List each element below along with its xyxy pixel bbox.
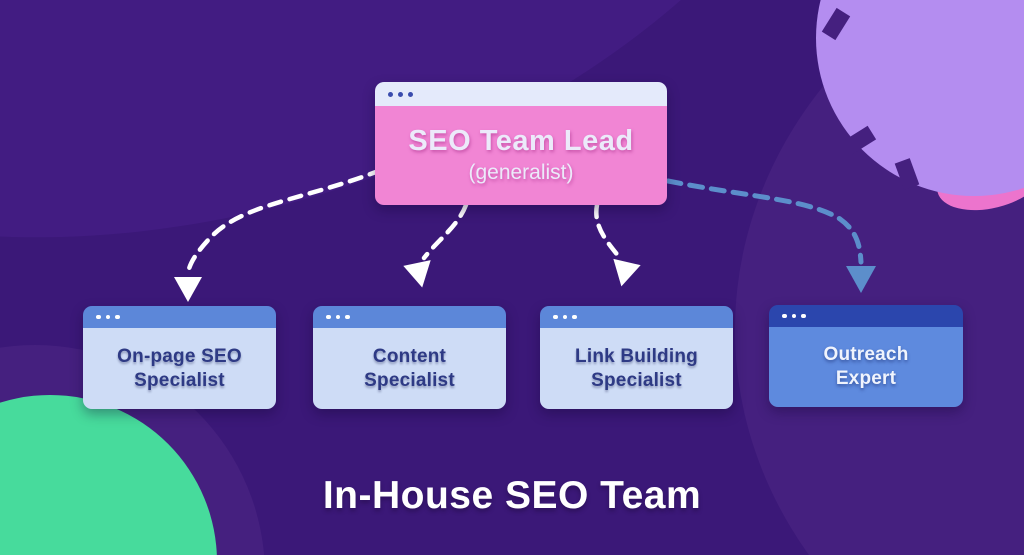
- member-label-line1: On-page SEO: [117, 345, 242, 367]
- seo-team-lead-node: SEO Team Lead (generalist): [375, 82, 667, 205]
- window-dot-icon: [562, 314, 567, 320]
- window-dot-icon: [335, 314, 340, 320]
- member-node-body: On-page SEO Specialist: [83, 328, 276, 409]
- window-dot-icon: [408, 91, 413, 97]
- window-titlebar: [769, 305, 963, 327]
- arrowhead-icon: [174, 277, 202, 302]
- member-node-body: Outreach Expert: [769, 327, 963, 407]
- member-node-content-specialist: Content Specialist: [313, 306, 506, 409]
- window-titlebar: [375, 82, 667, 106]
- member-node-label: On-page SEO Specialist: [117, 345, 242, 393]
- member-label-line2: Expert: [835, 368, 897, 389]
- window-dot-icon: [388, 91, 393, 97]
- window-dot-icon: [96, 314, 101, 320]
- arrowhead-icon: [613, 258, 641, 287]
- member-label-line1: Content: [372, 345, 447, 367]
- connector-arrow-lead-to-content: [403, 202, 469, 288]
- diagram-title: In-House SEO Team: [322, 474, 702, 517]
- member-node-body: Content Specialist: [313, 328, 506, 409]
- window-dot-icon: [326, 314, 331, 320]
- window-dot-icon: [105, 314, 110, 320]
- window-dot-icon: [553, 314, 558, 320]
- lead-node-title: SEO Team Lead: [408, 125, 634, 158]
- circle-notch-decoration: [894, 158, 920, 190]
- arrowhead-icon: [846, 266, 876, 293]
- window-dot-icon: [572, 314, 577, 320]
- lead-node-body: SEO Team Lead (generalist): [375, 106, 667, 205]
- pink-sliver-decoration: [930, 137, 1024, 221]
- circle-notch-decoration: [843, 125, 877, 155]
- arrowhead-icon: [403, 260, 431, 288]
- window-titlebar: [313, 306, 506, 328]
- window-dot-icon: [345, 314, 350, 320]
- connector-arrow-lead-to-linkbuilding: [594, 202, 641, 287]
- window-dot-icon: [801, 313, 806, 319]
- window-dot-icon: [791, 313, 796, 319]
- member-node-body: Link Building Specialist: [540, 328, 733, 409]
- member-node-label: Content Specialist: [364, 345, 455, 393]
- member-label-line1: Outreach: [823, 344, 909, 366]
- lavender-circle-decoration: [816, 0, 1024, 196]
- member-label-line1: Link Building: [575, 345, 698, 367]
- connector-arrow-lead-to-outreach: [665, 178, 876, 293]
- member-node-label: Outreach Expert: [823, 343, 908, 391]
- window-dot-icon: [782, 313, 787, 319]
- window-titlebar: [83, 306, 276, 328]
- window-dot-icon: [115, 314, 120, 320]
- member-node-outreach-expert: Outreach Expert: [769, 305, 963, 407]
- member-node-label: Link Building Specialist: [575, 345, 698, 393]
- circle-notch-decoration: [821, 7, 851, 41]
- member-label-line2: Specialist: [591, 369, 682, 391]
- background-blob-right: [735, 0, 1024, 555]
- member-node-link-building-specialist: Link Building Specialist: [540, 306, 733, 409]
- lead-node-subtitle: (generalist): [468, 160, 574, 184]
- member-label-line2: Specialist: [134, 369, 225, 391]
- connector-arrow-lead-to-onpage: [174, 167, 384, 302]
- member-label-line2: Specialist: [364, 369, 455, 391]
- window-dot-icon: [398, 91, 403, 97]
- member-node-onpage-seo-specialist: On-page SEO Specialist: [83, 306, 276, 409]
- window-titlebar: [540, 306, 733, 328]
